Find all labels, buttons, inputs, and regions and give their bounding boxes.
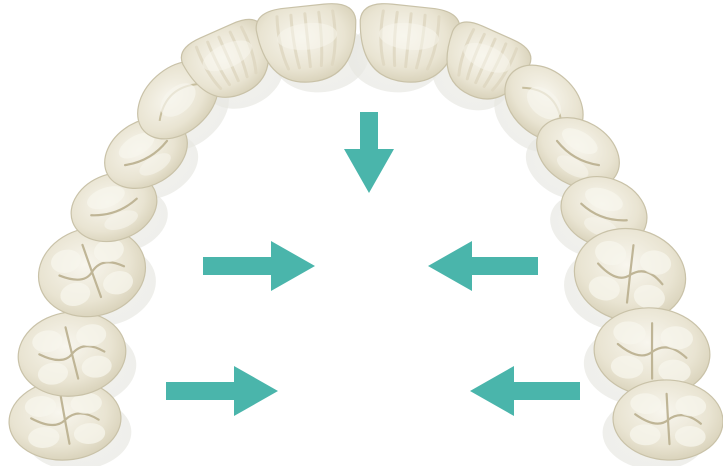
arrow-right-lower [166,366,278,416]
arrow-down-center [344,112,394,193]
arrow-right-upper [203,241,315,291]
arrow-left-upper [428,241,538,291]
arrow-left-lower [470,366,580,416]
force-arrows [166,112,580,416]
